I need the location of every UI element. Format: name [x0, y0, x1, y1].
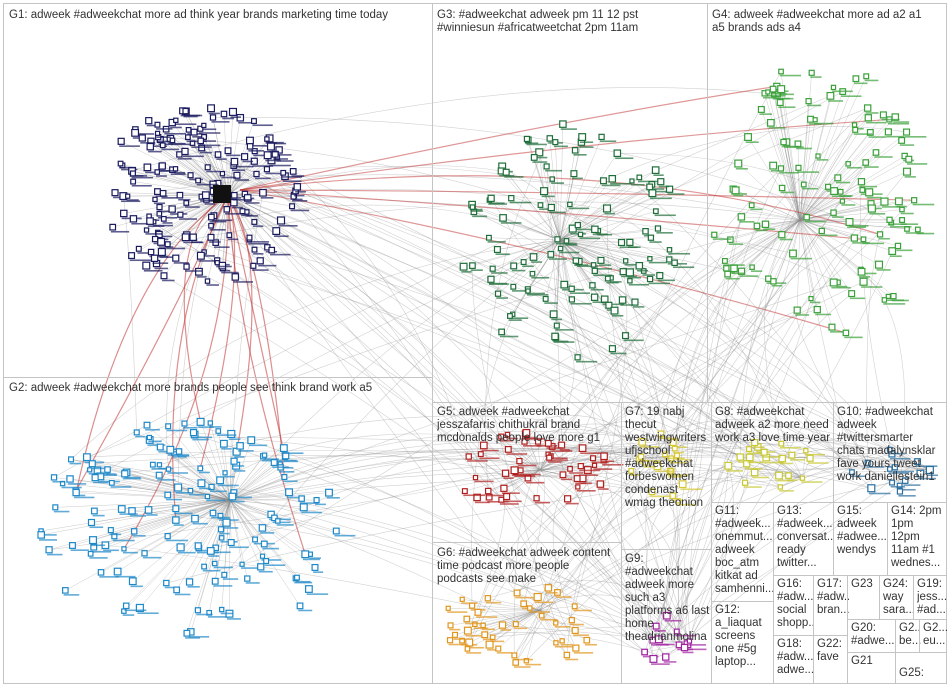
- group-label-g18: G18: #adw... adwe...: [777, 638, 815, 677]
- group-panel-g7: G7: 19 nabj thecut westwingwriters ufjsc…: [621, 402, 712, 550]
- group-label-g2: G2: adweek #adweekchat more brands peopl…: [9, 382, 429, 395]
- group-label-g15: G15: adweek #adwee... wendys: [837, 505, 888, 557]
- group-panel-g19: G19: jess... #ad...: [913, 575, 947, 620]
- group-label-g16: G16: #adw... social shopp...: [777, 578, 815, 630]
- group-label-g24: G24: way sara...: [883, 578, 915, 617]
- group-panel-g2: G2: adweek #adweekchat more brands peopl…: [3, 377, 433, 684]
- group-panel-g12: G12: a_liaquat screens one #5g laptop...: [711, 601, 774, 684]
- group-label-g4: G4: adweek #adweekchat more ad a2 a1 a5 …: [712, 9, 944, 35]
- group-label-g2x: G2... be...: [899, 622, 921, 648]
- group-label-g21: G21: [851, 655, 897, 668]
- group-panel-g20: G20: #adwe...: [847, 619, 896, 653]
- group-panel-g10: G10: #adweekchat adweek #twittersmarter …: [833, 402, 947, 503]
- group-panel-g6: G6: #adweekchat adweek content time podc…: [432, 542, 622, 684]
- group-panel-g13: G13: #adweek... conversat... ready twitt…: [773, 502, 834, 576]
- group-label-g7: G7: 19 nabj thecut westwingwriters ufjsc…: [625, 406, 711, 510]
- group-label-g12: G12: a_liaquat screens one #5g laptop...: [715, 604, 773, 669]
- group-label-g23: G23: [851, 578, 881, 591]
- group-panel-g4: G4: adweek #adweekchat more ad a2 a1 a5 …: [707, 3, 947, 403]
- group-panel-g22: G22: fave: [813, 635, 848, 684]
- group-panel-g21: G21: [847, 652, 896, 684]
- group-label-g14: G14: 2pm 1pm 12pm 11am #1 wednes...: [891, 505, 947, 570]
- group-label-g3: G3: #adweekchat adweek pm 11 12 pst #win…: [437, 9, 705, 35]
- group-label-g10: G10: #adweekchat adweek #twittersmarter …: [837, 406, 947, 484]
- group-panel-g3: G3: #adweekchat adweek pm 11 12 pst #win…: [432, 3, 708, 403]
- group-panel-g2x: G2... be...: [895, 619, 920, 653]
- group-panel-g18: G18: #adw... adwe...: [773, 635, 814, 684]
- group-panel-g5: G5: adweek #adweekchat jesszafarris chit…: [432, 402, 622, 543]
- group-label-g11: G11: #adweek... onemmut... adweek boc_at…: [715, 505, 773, 596]
- group-label-g13: G13: #adweek... conversat... ready twitt…: [777, 505, 834, 570]
- group-panel-g25: G25:: [895, 652, 947, 684]
- group-label-g5: G5: adweek #adweekchat jesszafarris chit…: [437, 406, 621, 445]
- group-panel-g17: G17: #adw... bran...: [813, 575, 848, 636]
- group-label-g6: G6: #adweekchat adweek content time podc…: [437, 547, 621, 586]
- group-panel-g23: G23: [847, 575, 880, 620]
- group-label-g17: G17: #adw... bran...: [817, 578, 849, 617]
- group-panel-g15: G15: adweek #adwee... wendys: [833, 502, 888, 576]
- group-label-g19: G19: jess... #ad...: [917, 578, 948, 617]
- group-label-g2y: G2... eu...: [923, 622, 948, 648]
- group-label-g25: G25:: [899, 667, 948, 680]
- group-panel-g14: G14: 2pm 1pm 12pm 11am #1 wednes...: [887, 502, 947, 576]
- group-panel-g1: G1: adweek #adweekchat more ad think yea…: [3, 3, 433, 378]
- group-panel-g8: G8: #adweekchat adweek a2 more need work…: [711, 402, 834, 503]
- group-panel-g24: G24: way sara...: [879, 575, 914, 620]
- group-panel-g9: G9: #adweekchat adweek more such a3 plat…: [621, 549, 712, 684]
- group-label-g20: G20: #adwe...: [851, 622, 897, 648]
- group-label-g9: G9: #adweekchat adweek more such a3 plat…: [625, 553, 713, 644]
- group-panel-g2y: G2... eu...: [919, 619, 947, 653]
- group-panel-g11: G11: #adweek... onemmut... adweek boc_at…: [711, 502, 774, 602]
- group-panel-g16: G16: #adw... social shopp...: [773, 575, 814, 636]
- group-label-g8: G8: #adweekchat adweek a2 more need work…: [715, 406, 833, 445]
- group-label-g22: G22: fave: [817, 638, 849, 664]
- group-label-g1: G1: adweek #adweekchat more ad think yea…: [9, 9, 429, 22]
